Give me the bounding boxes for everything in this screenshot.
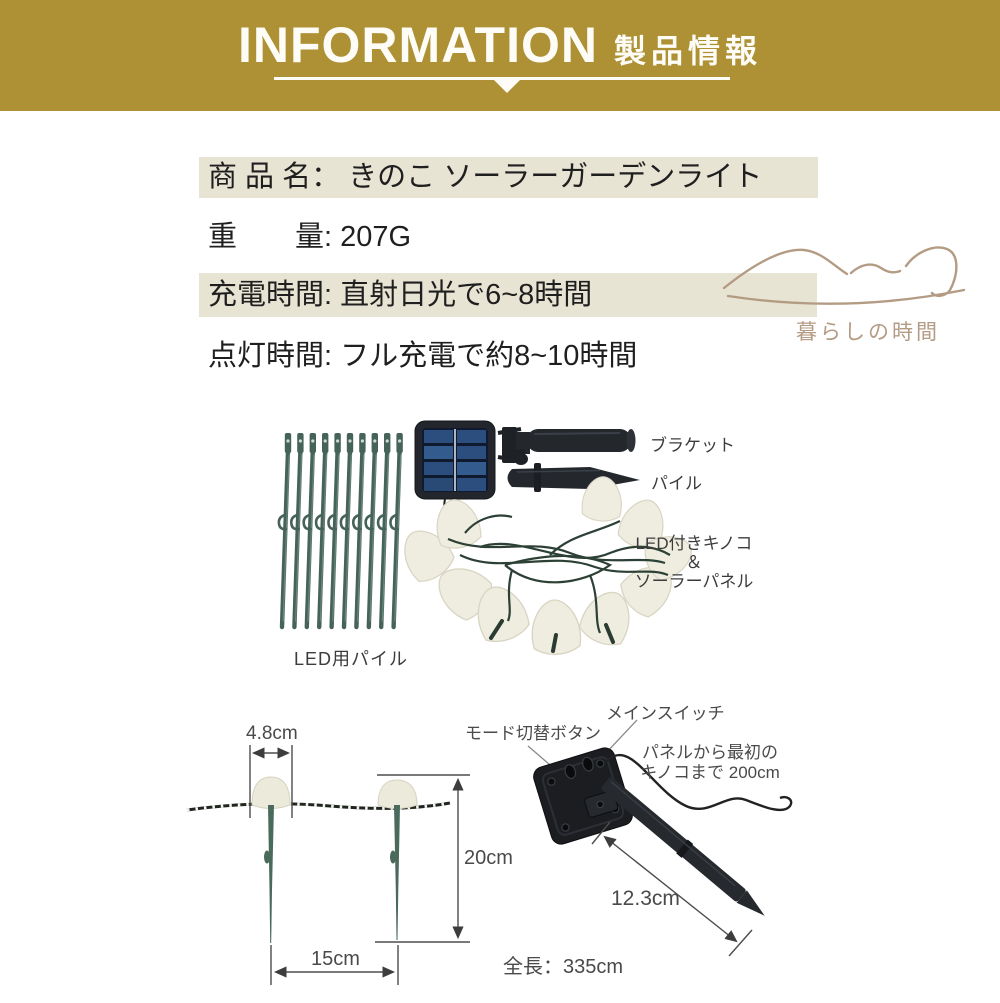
- header-title-ja: 製品情報: [614, 33, 763, 69]
- spec-row-weight: 重 量: 207G: [208, 221, 412, 253]
- diagram-mushroom-1: [251, 776, 291, 943]
- diagram-mushroom-2: [377, 779, 418, 940]
- dim-total-length: 全長：335cm: [503, 956, 624, 978]
- header-underline: [274, 77, 730, 80]
- label-bracket: ブラケット: [650, 436, 735, 455]
- diagram-solar-panel-back: [533, 747, 633, 845]
- product-components-photo: [250, 405, 780, 680]
- spike-photo: [507, 463, 640, 492]
- spec-row-charge-time: 充電時間: 直射日光で6~8時間: [199, 273, 817, 317]
- label-mode-button: モード切替ボタン: [465, 724, 601, 743]
- dim-spacing: 15cm: [311, 948, 360, 970]
- solar-panel-photo: [414, 420, 496, 546]
- spec-row-product-name: 商 品 名： きのこ ソーラーガーデンライト: [199, 157, 818, 198]
- label-mushroom-set-line1: LED付きキノコ: [635, 534, 753, 553]
- label-panel-distance-line2: キノコまで 200cm: [640, 762, 780, 782]
- label-pile: パイル: [651, 474, 702, 493]
- header-title-en: INFORMATION: [237, 17, 598, 73]
- diagram-dimension-lines: [249, 745, 470, 985]
- label-led-pile: LED用パイル: [294, 649, 409, 669]
- dim-solar-stake: 12.3cm: [611, 887, 680, 910]
- dim-cap-width: 4.8cm: [246, 723, 298, 744]
- label-main-switch: メインスイッチ: [606, 704, 725, 723]
- led-stakes-photo: [277, 433, 403, 630]
- diagram-panel-cord: [605, 753, 793, 812]
- diagram-stake-dimension: [591, 821, 753, 957]
- header-pointer-triangle: [494, 80, 520, 93]
- mushroom-string-photo: [392, 474, 699, 657]
- bracket-photo: [497, 427, 636, 465]
- label-mushroom-set-line2: ソーラーパネル: [634, 572, 754, 591]
- header-title: INFORMATION 製品情報: [0, 16, 1000, 74]
- label-panel-distance: パネルから最初の キノコまで 200cm: [638, 743, 782, 782]
- label-mushroom-set-amp: ＆: [685, 553, 703, 572]
- brand-logo-text: 暮らしの時間: [796, 320, 940, 344]
- dim-stake-height: 20cm: [464, 847, 513, 869]
- dimension-diagram: [180, 690, 800, 1003]
- diagram-cord: [186, 801, 451, 812]
- label-panel-distance-line1: パネルから最初の: [642, 743, 778, 762]
- spec-row-light-time: 点灯時間: フル充電で約8~10時間: [208, 340, 638, 372]
- brand-swoosh-icon: [720, 238, 972, 310]
- header-banner: INFORMATION 製品情報: [0, 0, 1000, 111]
- label-mushroom-set: LED付きキノコ ＆ ソーラーパネル: [634, 534, 754, 591]
